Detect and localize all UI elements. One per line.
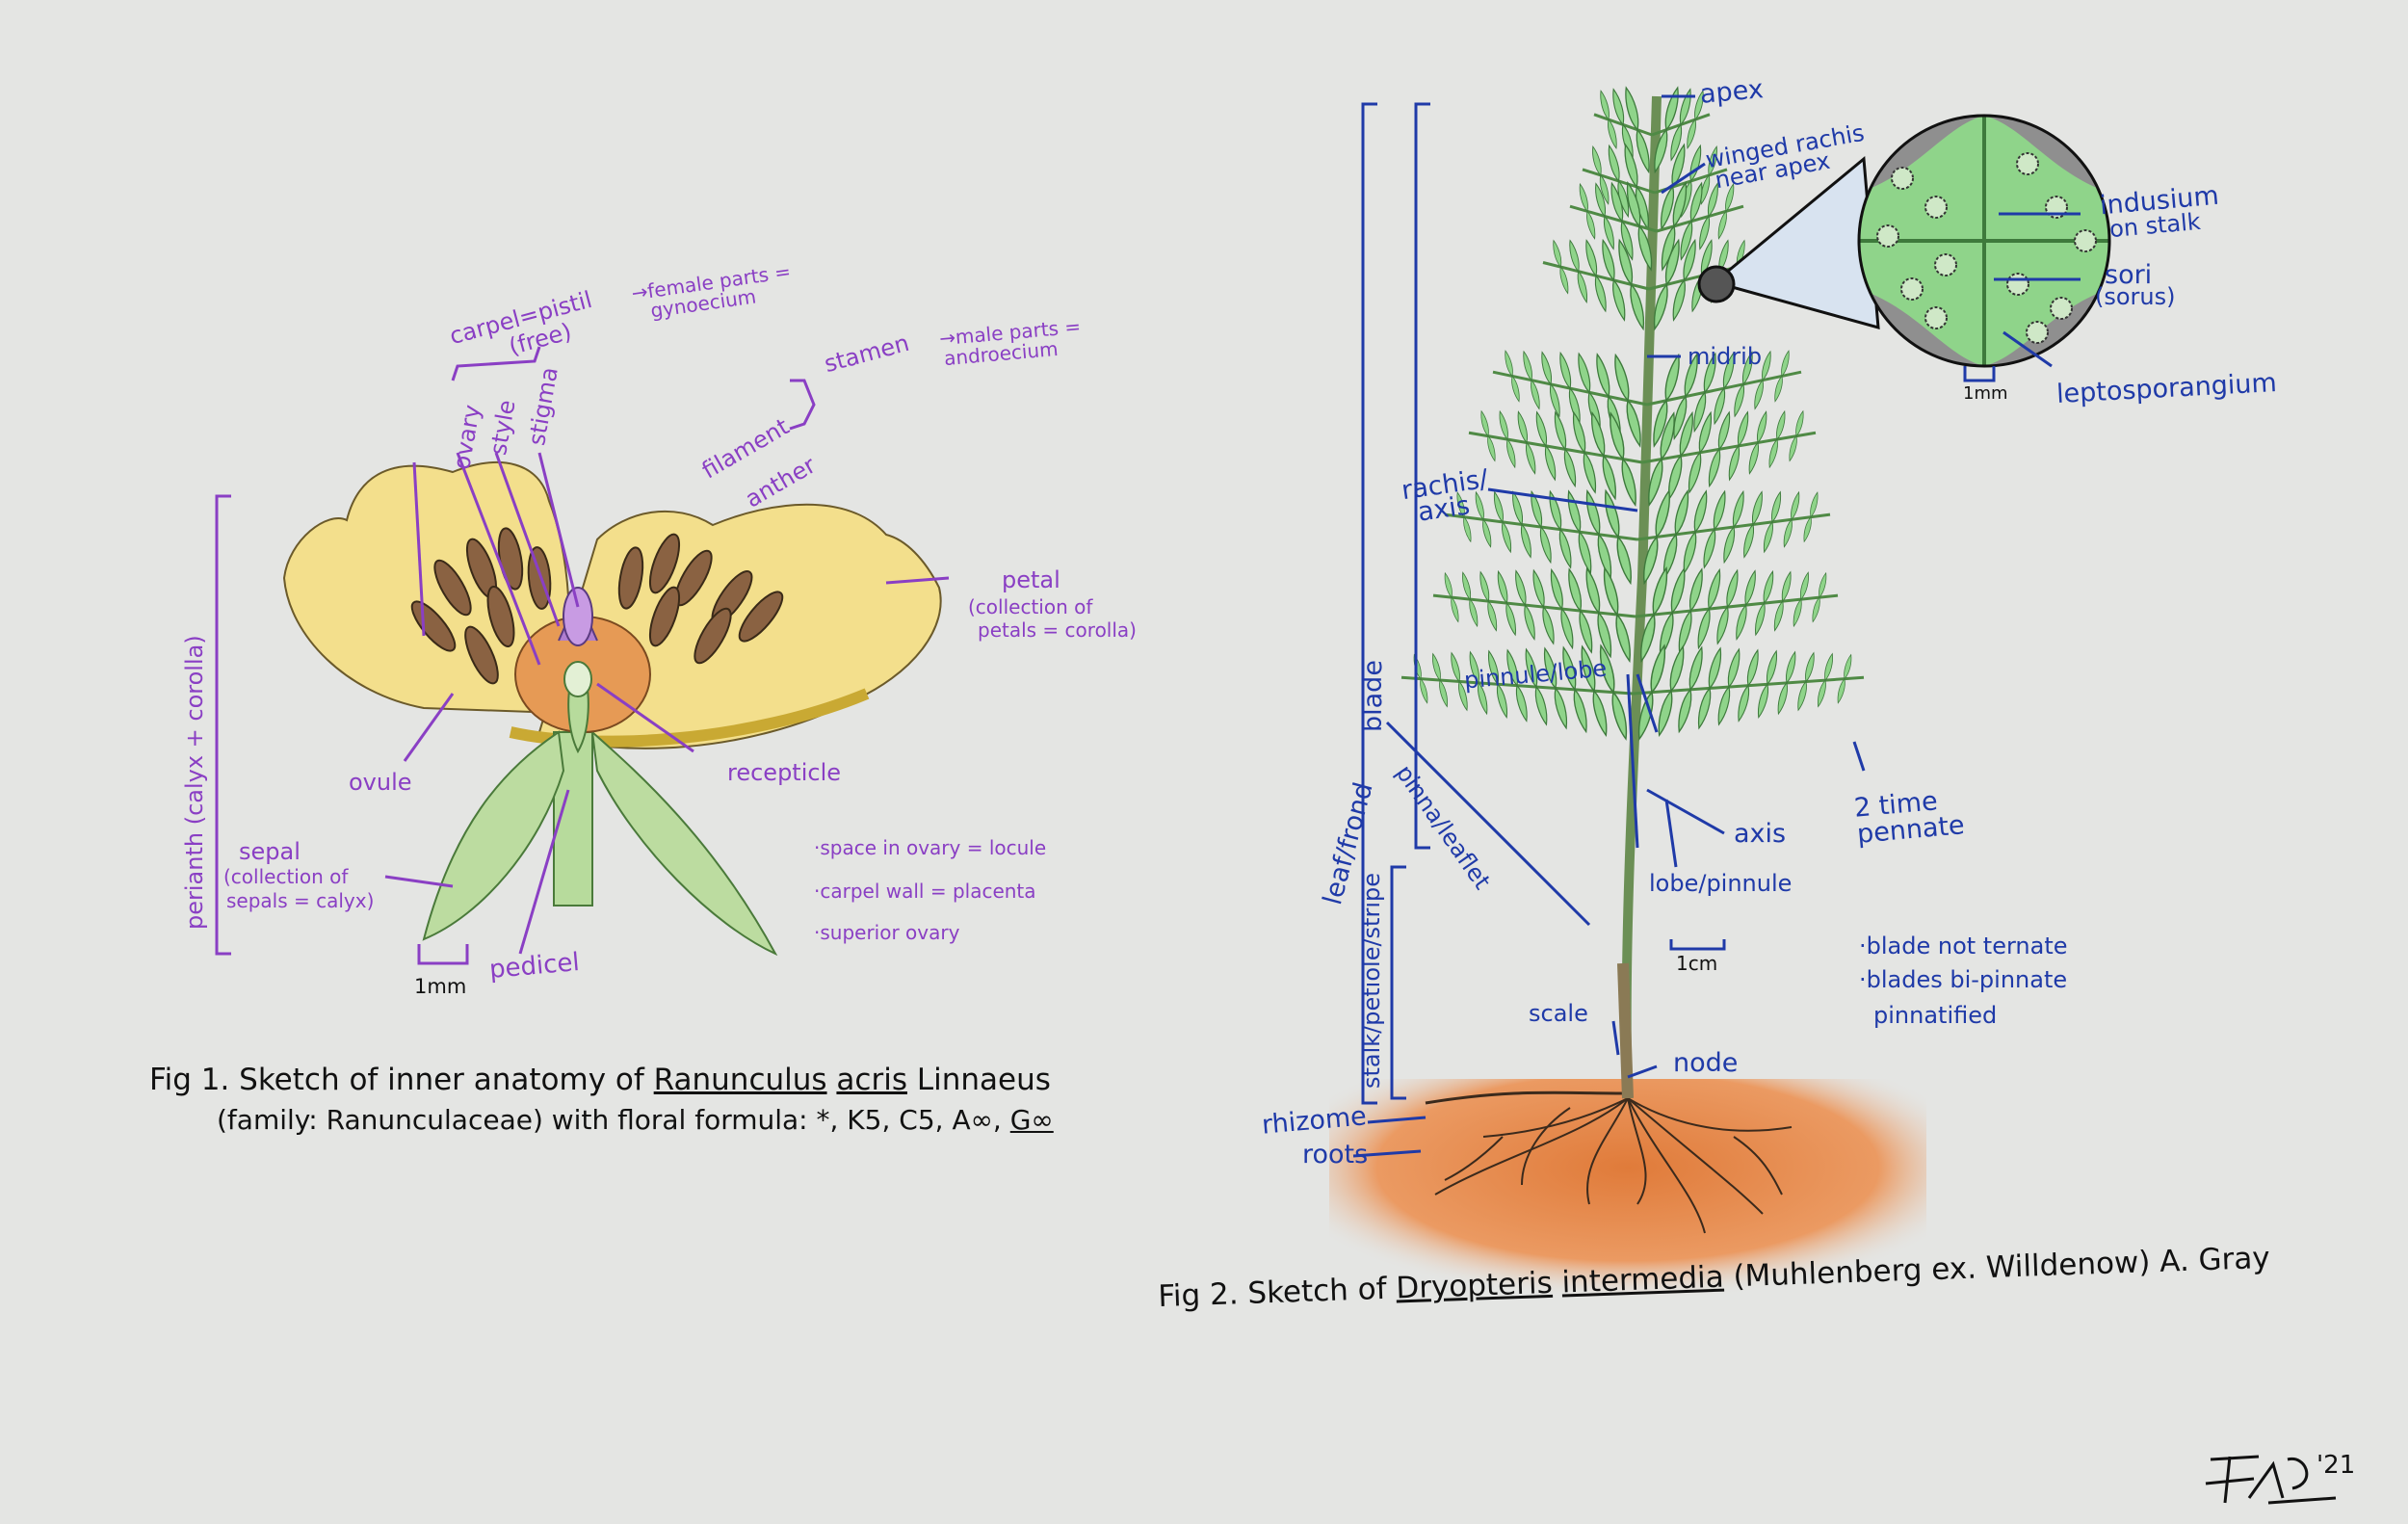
label-midrib: midrib xyxy=(1688,345,1762,369)
label-node: node xyxy=(1673,1050,1738,1077)
note-locule: ·space in ovary = locule xyxy=(814,838,1046,858)
label-apex: apex xyxy=(1699,76,1765,109)
label-lobe-pinnule: lobe/pinnule xyxy=(1649,872,1792,896)
zoom-dot xyxy=(1699,267,1734,302)
sorus xyxy=(2051,298,2072,319)
note-blade-not-ternate: ·blade not ternate xyxy=(1859,934,2068,959)
fern-pinna xyxy=(1445,489,1637,584)
pistil xyxy=(563,588,592,645)
sorus xyxy=(1925,307,1947,328)
fig1-caption-line2: (family: Ranunculaceae) with floral form… xyxy=(217,1106,1054,1134)
note-placenta: ·carpel wall = placenta xyxy=(814,881,1036,902)
label-petal-note1: (collection of xyxy=(968,597,1092,617)
fig1-formula-g: G∞ xyxy=(1010,1104,1054,1136)
fig2-genus: Dryopteris xyxy=(1396,1266,1554,1306)
sorus xyxy=(1901,278,1923,300)
fig1-caption-pre: Fig 1. Sketch of inner anatomy of xyxy=(149,1063,654,1097)
sorus xyxy=(1877,225,1898,247)
label-stalk: stalk/petiole/stripe xyxy=(1360,873,1384,1089)
label-sepal-note1: (collection of xyxy=(223,867,348,887)
fern-pinna xyxy=(1493,350,1647,447)
fern-pinna xyxy=(1633,644,1864,740)
sorus xyxy=(1925,197,1947,218)
label-ovule: ovule xyxy=(349,771,412,795)
sorus xyxy=(2075,230,2096,251)
left-sepal xyxy=(424,732,563,939)
label-petal: petal xyxy=(1002,568,1060,592)
sorus xyxy=(2017,153,2038,174)
note-pinnatified: pinnatified xyxy=(1873,1004,1997,1028)
signature-year: '21 xyxy=(2316,1451,2355,1480)
fig1-species: acris xyxy=(836,1063,907,1097)
fig1-caption-line2-pre: (family: Ranunculaceae) with floral form… xyxy=(217,1104,1010,1136)
sorus xyxy=(2007,274,2028,295)
scale-1cm: 1cm xyxy=(1676,954,1717,974)
label-petal-note2: petals = corolla) xyxy=(978,620,1137,641)
note-superior-ovary: ·superior ovary xyxy=(814,923,959,943)
scale-1mm-fig2: 1mm xyxy=(1963,385,2008,404)
fern-pinna xyxy=(1594,87,1653,173)
sorus xyxy=(1935,254,1956,276)
label-sepal: sepal xyxy=(239,840,301,864)
fern-pinnae xyxy=(1401,87,1864,740)
label-axis: axis xyxy=(1734,821,1786,848)
label-recepticle: recepticle xyxy=(727,761,841,785)
fig1-genus: Ranunculus xyxy=(654,1063,827,1097)
note-blades-bipinnate: ·blades bi-pinnate xyxy=(1859,968,2067,992)
scale-1mm-fig1: 1mm xyxy=(414,976,466,997)
fern-pinna xyxy=(1570,182,1657,272)
fig1-author: Linnaeus xyxy=(907,1063,1051,1097)
label-sorus: (sorus) xyxy=(2095,285,2176,309)
sorus xyxy=(1892,168,1913,189)
label-roots: roots xyxy=(1302,1142,1368,1169)
label-perianth: perianth (calyx + corolla) xyxy=(183,635,207,930)
fig2-species: intermedia xyxy=(1561,1260,1724,1301)
label-scale: scale xyxy=(1529,1002,1588,1026)
label-blade: blade xyxy=(1360,660,1387,732)
fig1-caption-line1: Fig 1. Sketch of inner anatomy of Ranunc… xyxy=(149,1064,1051,1096)
fern-pinna xyxy=(1433,567,1636,663)
label-sepal-note2: sepals = calyx) xyxy=(226,891,374,911)
fern-pinna xyxy=(1636,567,1838,663)
sorus xyxy=(2027,322,2048,343)
